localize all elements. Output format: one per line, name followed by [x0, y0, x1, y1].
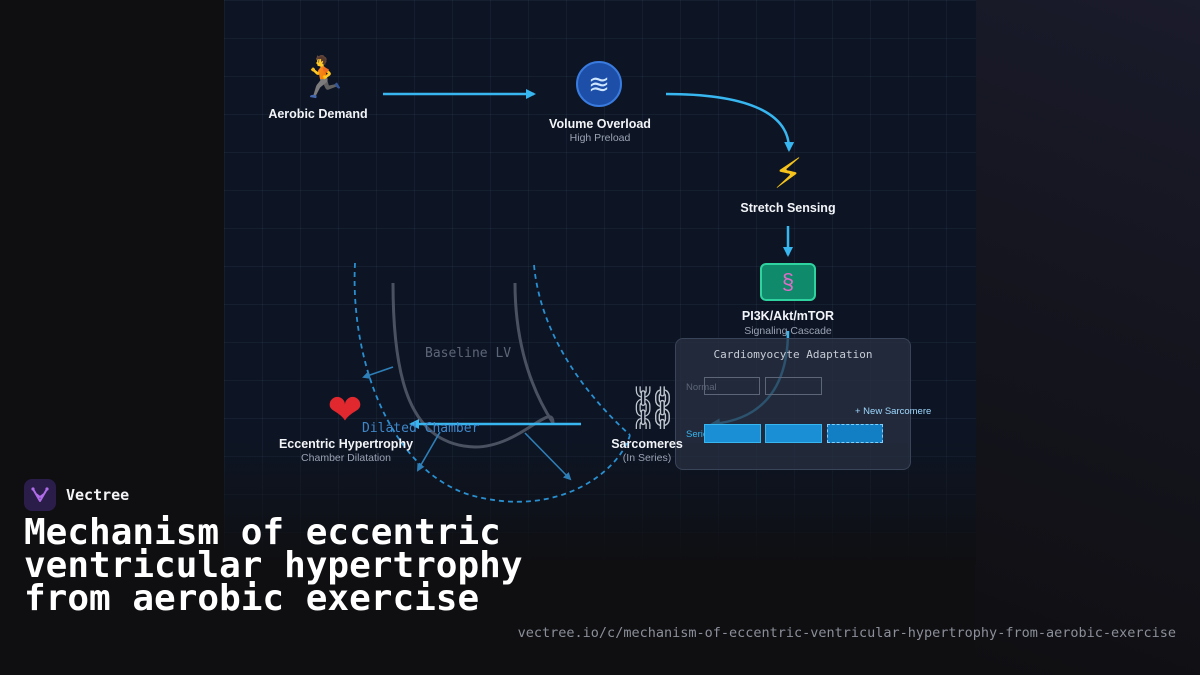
heart-icon: ❤ — [327, 385, 363, 434]
baseline-lv-label: Baseline LV — [425, 346, 512, 361]
stretch-sensing-label: Stretch Sensing — [740, 201, 836, 215]
expansion-arrow-bottom-left — [416, 431, 441, 472]
dilated-chamber-outline — [353, 262, 631, 503]
normal-sarcomere-2 — [765, 377, 822, 395]
vectree-logo-icon — [24, 479, 56, 511]
volume-overload-sub: High Preload — [569, 132, 631, 144]
left-background — [0, 0, 224, 675]
series-sarcomere-1 — [704, 424, 761, 443]
eccentric-hypertrophy-sub: Chamber Dilatation — [301, 452, 391, 464]
aerobic-demand-label: Aerobic Demand — [268, 107, 368, 121]
pi3k-sub: Signaling Cascade — [744, 325, 832, 337]
inset-series-label: Series — [686, 429, 713, 440]
cardiomyocyte-inset: Cardiomyocyte Adaptation Normal + New Sa… — [675, 338, 931, 470]
inset-title: Cardiomyocyte Adaptation — [713, 348, 873, 361]
wave-icon: ≋ — [576, 61, 622, 107]
pi3k-label: PI3K/Akt/mTOR — [741, 309, 835, 323]
expansion-arrow-bottom-right — [524, 432, 572, 481]
sarcomeres-sub: (In Series) — [622, 452, 672, 464]
inset-new-sarcomere-label: + New Sarcomere — [855, 406, 932, 417]
brand: Vectree — [24, 479, 129, 511]
volume-overload-label: Volume Overload — [549, 117, 651, 131]
arrow-volume-to-stretch — [665, 92, 795, 152]
right-background — [975, 0, 1200, 675]
dna-icon: § — [760, 263, 816, 301]
normal-sarcomere-1 — [704, 377, 760, 395]
baseline-lv-outline — [391, 282, 555, 449]
dilated-chamber-label: Dilated Chamber — [362, 421, 480, 436]
series-sarcomere-2 — [765, 424, 822, 443]
page-url[interactable]: vectree.io/c/mechanism-of-eccentric-vent… — [517, 625, 1176, 641]
runner-icon: 🏃 — [298, 55, 348, 101]
page-title: Mechanism of eccentric ventricular hyper… — [24, 512, 523, 619]
expansion-arrow-left — [362, 366, 394, 379]
brand-name: Vectree — [66, 486, 130, 504]
lightning-icon: ⚡ — [773, 149, 803, 198]
sarcomeres-label: Sarcomeres — [611, 437, 683, 451]
eccentric-hypertrophy-label: Eccentric Hypertrophy — [278, 437, 414, 451]
chain-icon: ⛓ — [626, 383, 680, 432]
new-sarcomere — [827, 424, 883, 443]
inset-normal-label: Normal — [686, 382, 717, 393]
